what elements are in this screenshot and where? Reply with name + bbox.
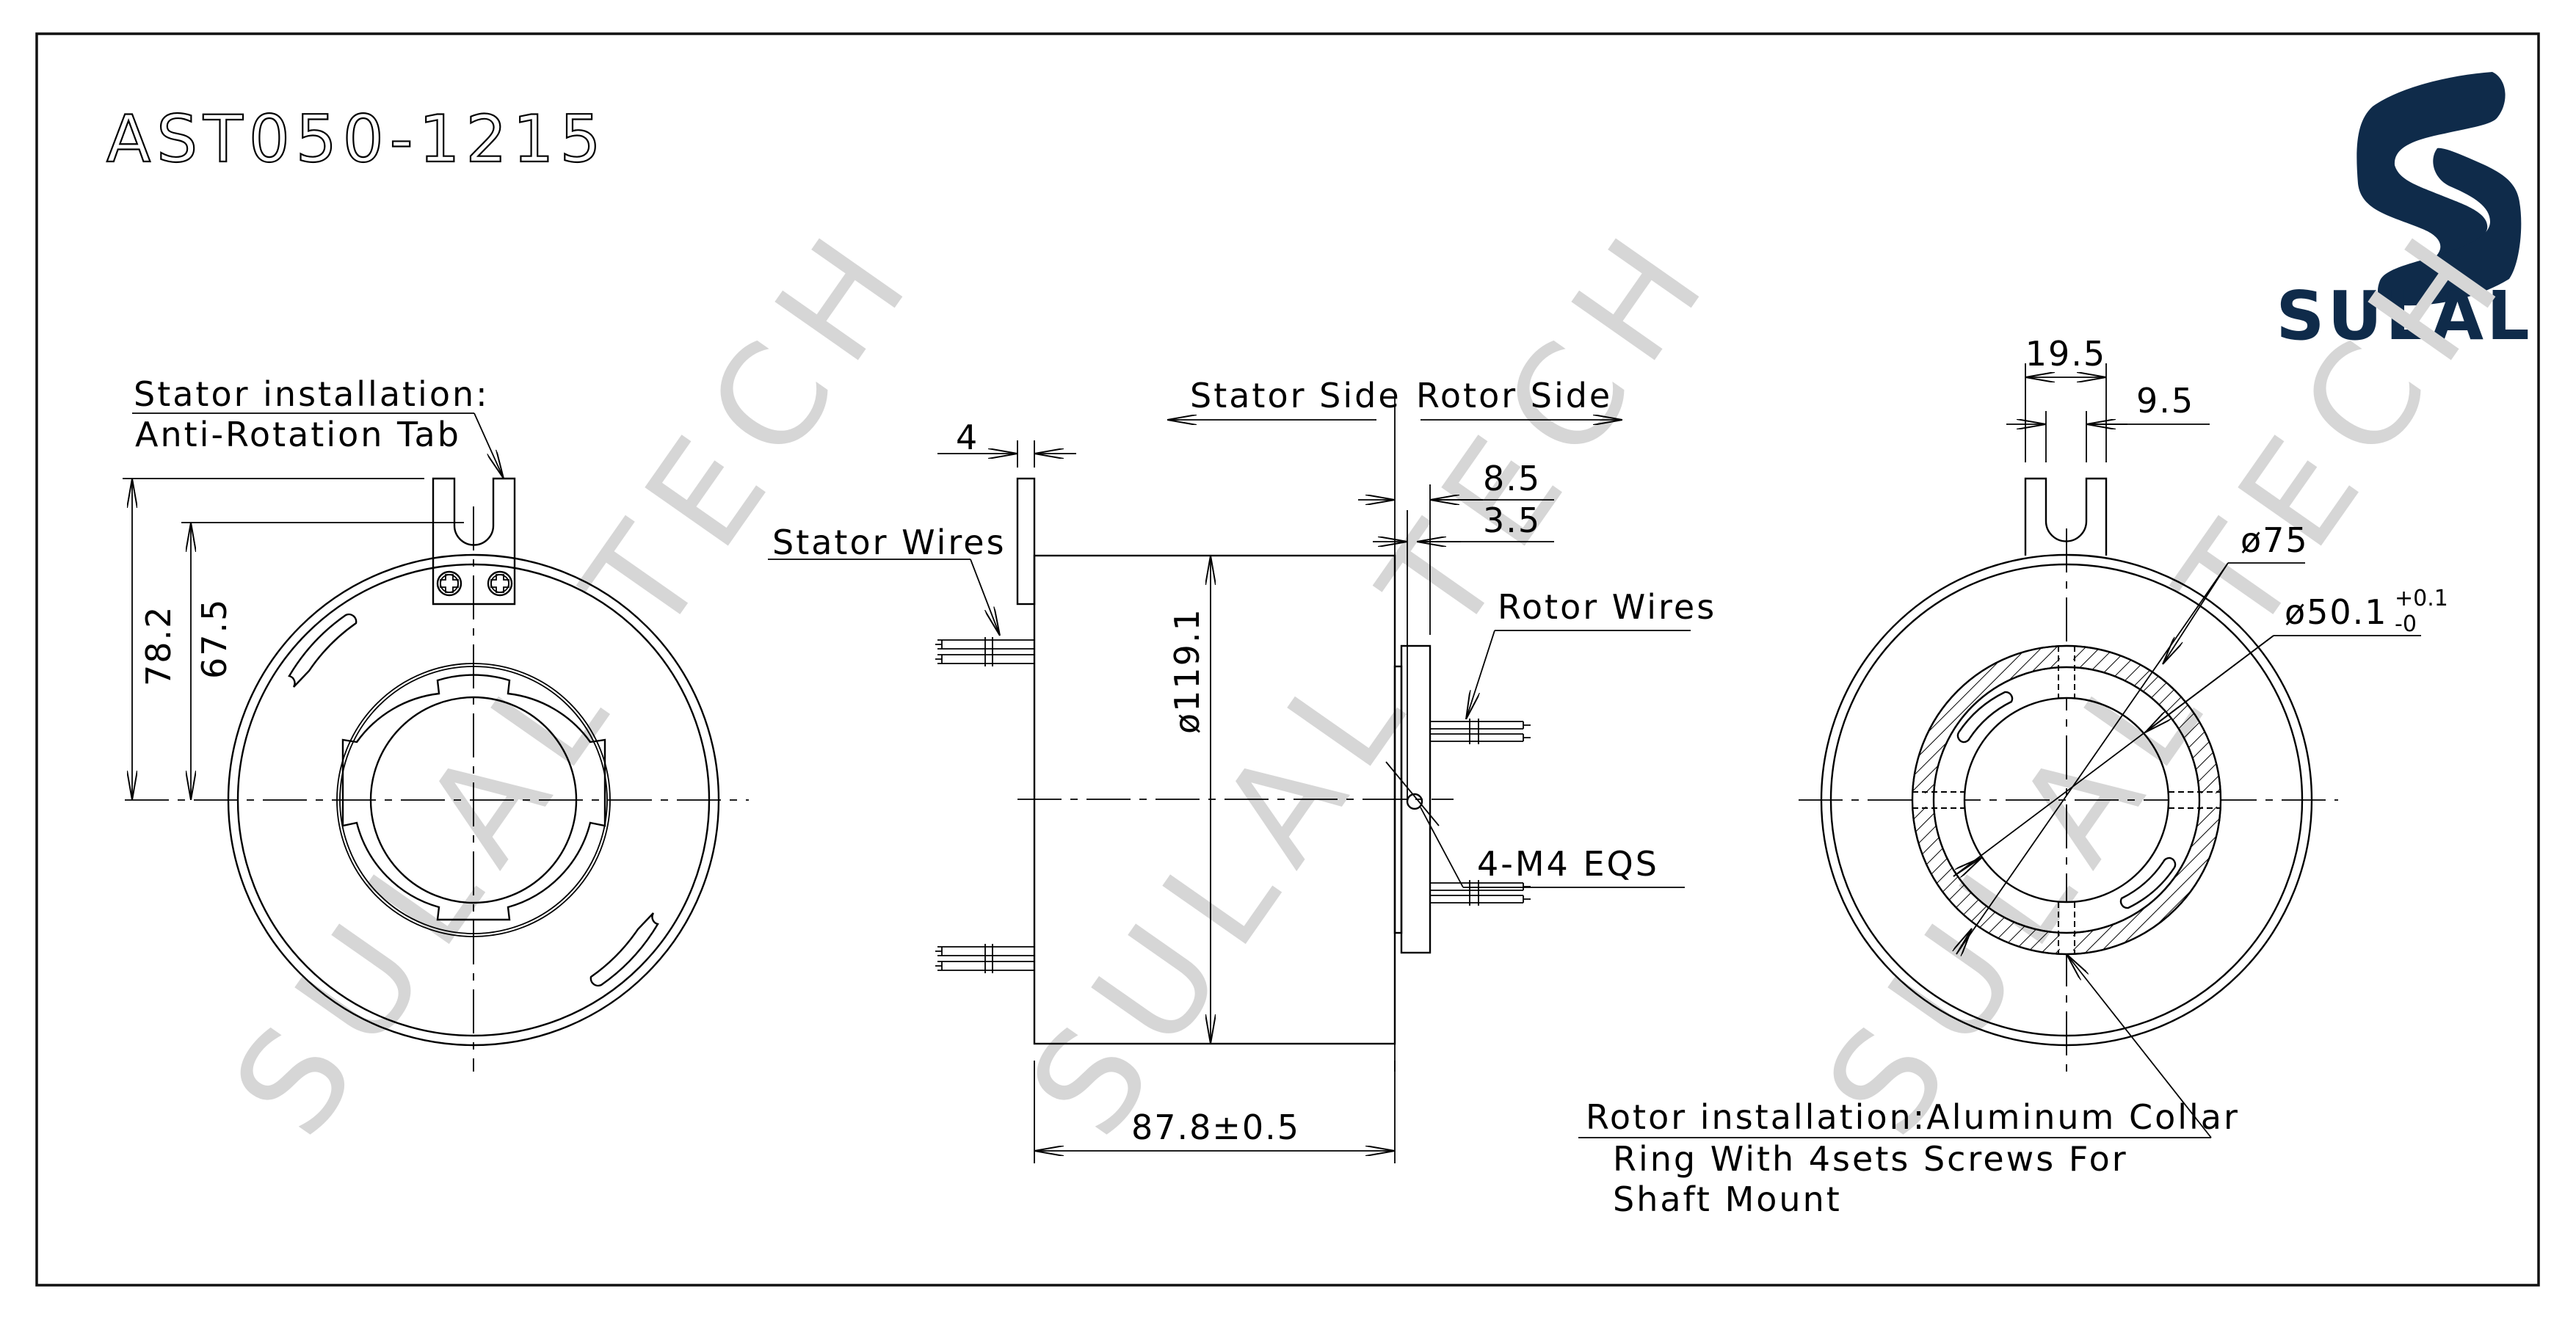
anti-rotation-tab-label: Anti-Rotation Tab [135,415,461,454]
screw-icon [436,570,462,597]
dim-flange-thickness: 4 [956,418,979,457]
dim-length: 87.8±0.5 [1131,1108,1300,1147]
right-view-rotor-end: ø75 ø50.1 +0.1 -0 19.5 9.5 Rotor install… [1578,334,2448,1219]
dim-collar-diameter: ø75 [2241,520,2309,560]
brand-logo: SULAL [2276,72,2532,355]
stator-side-label: Stator Side [1190,376,1401,415]
dim-slot-width: 9.5 [2136,381,2194,421]
dim-rotor-step: 3.5 [1483,501,1541,540]
arc-slot-lower [2119,857,2177,909]
dim-tab-width: 19.5 [2025,334,2106,374]
watermarks: SULAL TECH SULAL TECH SULAL TECH [203,194,2542,1164]
screw-icon [487,570,513,597]
anti-rotation-tab [2024,477,2108,556]
watermark-right: SULAL TECH [1796,194,2542,1164]
bore-tolerance-upper: +0.1 [2395,586,2448,611]
screw-callout: 4-M4 EQS [1477,844,1659,884]
dim-bore-diameter-group: ø50.1 +0.1 -0 [2285,586,2448,637]
part-number-title: AST050-1215 [106,101,606,177]
rotor-wires-label: Rotor Wires [1498,587,1716,627]
side-view: 4 Stator Side Rotor Side 8.5 3.5 Stator … [768,376,1716,1163]
keyed-ring [341,674,606,921]
left-view-stator-end: 78.2 67.5 Stator installation: Anti-Rota… [123,374,749,1072]
s-logo-icon [2357,72,2522,306]
stator-wires-label: Stator Wires [772,523,1006,562]
arc-slot-upper [288,613,358,688]
stator-flange [1016,477,1036,606]
dim-overall-height: 78.2 [139,606,178,686]
rotor-wires-upper [1430,719,1531,744]
arc-slot-lower [589,912,659,987]
rotor-wires-lower [1430,880,1531,906]
rotor-installation-label-line2: Ring With 4sets Screws For [1613,1139,2128,1179]
arc-slot-upper [1956,691,2014,744]
brand-name: SULAL [2276,277,2532,355]
dim-bore-diameter: ø50.1 [2285,592,2388,632]
bore-tolerance-lower: -0 [2395,611,2417,637]
rotor-side-label: Rotor Side [1416,376,1612,415]
rotor-installation-label: Rotor installation:Aluminum Collar [1586,1097,2240,1137]
m4-screw-hole [1406,793,1423,810]
dim-body-diameter: ø119.1 [1167,608,1207,734]
stator-installation-label: Stator installation: [134,374,490,414]
stator-wires-lower [935,944,1034,973]
drawing-frame [35,32,2540,1287]
watermark-left: SULAL TECH [203,194,949,1164]
rotor-installation-label-line3: Shaft Mount [1613,1179,1842,1219]
watermark-middle: SULAL TECH [999,194,1746,1164]
stator-wires-upper [935,637,1034,666]
dim-rotor-plate: 8.5 [1483,459,1541,498]
anti-rotation-tab [432,477,516,606]
dim-slot-height: 67.5 [195,598,234,679]
